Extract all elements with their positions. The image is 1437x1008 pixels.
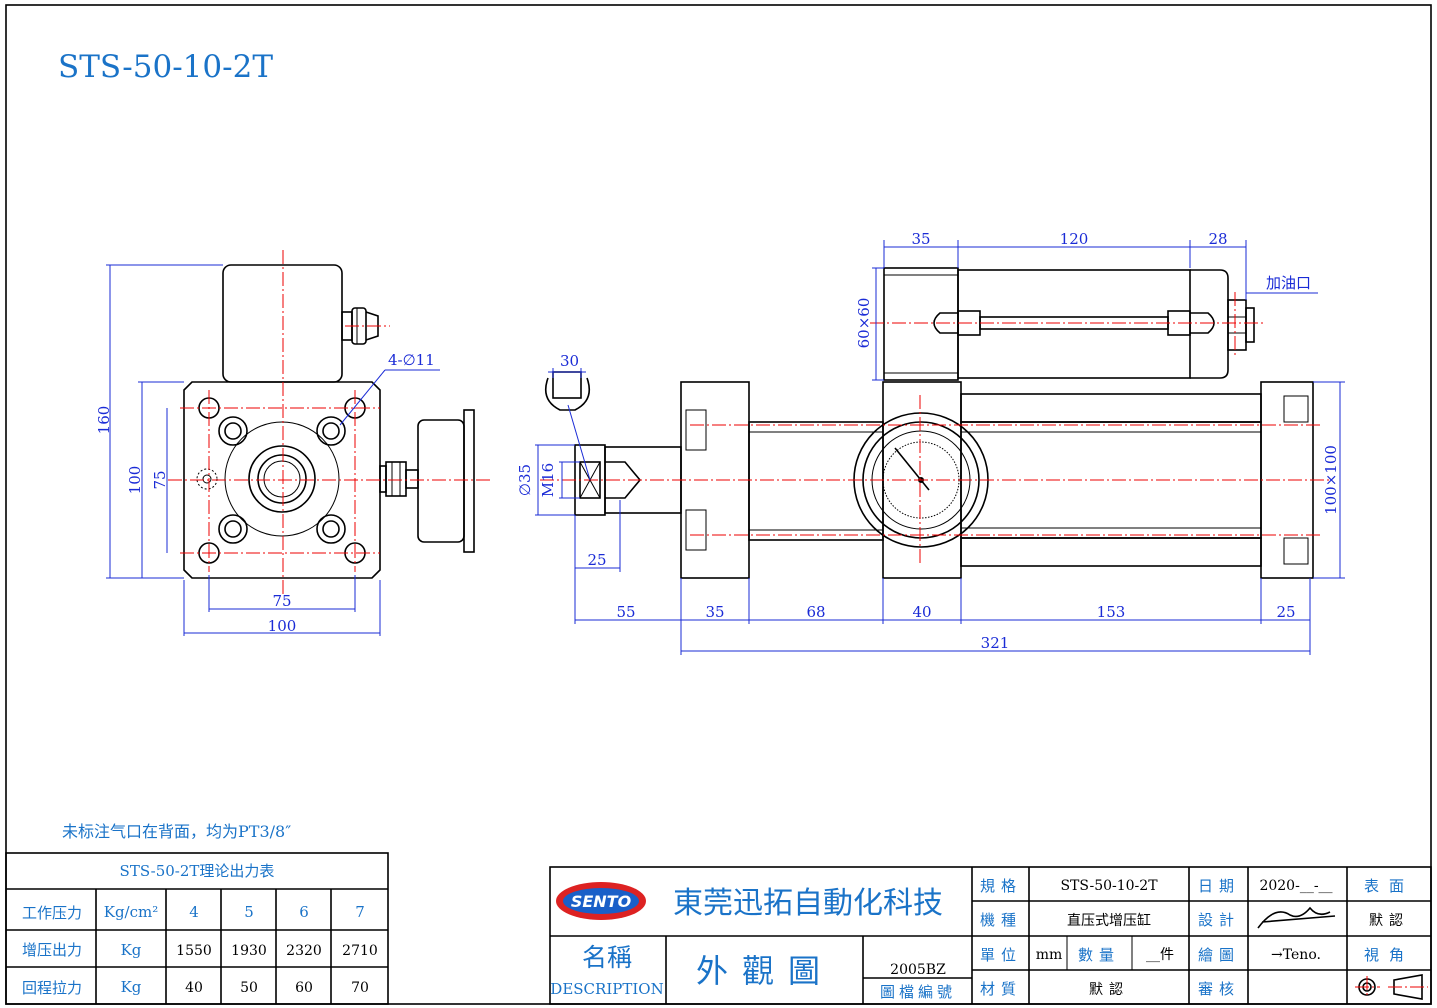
dim-top-120: 120 bbox=[1060, 230, 1089, 248]
surface-value: 默認 bbox=[1369, 913, 1409, 929]
review-label: 審核 bbox=[1198, 980, 1240, 998]
date-label: 日期 bbox=[1198, 877, 1240, 895]
logo-text: SENTO bbox=[571, 892, 632, 911]
description-label: DESCRIPTION bbox=[550, 980, 663, 998]
drawing-title: STS-50-10-2T bbox=[58, 49, 273, 85]
draw-value: →Teno. bbox=[1271, 947, 1321, 963]
quantity-label: 數量 bbox=[1078, 946, 1120, 964]
force-table-cell: 60 bbox=[295, 980, 313, 996]
unit-value: mm bbox=[1036, 947, 1063, 963]
force-table-cell: 回程拉力 bbox=[22, 979, 82, 997]
force-table-cell: Kg bbox=[121, 978, 142, 996]
material-value: 默認 bbox=[1089, 982, 1129, 998]
designer-signature bbox=[1257, 906, 1336, 929]
design-label: 設計 bbox=[1198, 911, 1240, 929]
dim-100-left: 100 bbox=[126, 466, 144, 495]
dim-b40: 40 bbox=[912, 603, 931, 621]
force-table-caption: STS-50-2T理论出力表 bbox=[120, 862, 275, 880]
force-table-cell: 50 bbox=[240, 980, 258, 996]
unit-label: 單位 bbox=[980, 946, 1022, 964]
dim-30: 30 bbox=[560, 352, 579, 370]
draw-label: 繪圖 bbox=[1198, 946, 1240, 964]
dim-b153: 153 bbox=[1097, 603, 1126, 621]
force-table-cell: 1550 bbox=[176, 943, 212, 959]
dim-m16: M16 bbox=[539, 463, 557, 497]
force-table-header: Kg/cm² bbox=[104, 903, 159, 921]
end-view: 160 100 75 75 100 4-∅11 bbox=[95, 250, 490, 636]
dim-b55: 55 bbox=[616, 603, 635, 621]
force-table-cell: Kg bbox=[121, 941, 142, 959]
quantity-value: __件 bbox=[1146, 947, 1174, 963]
view-label: 視角 bbox=[1364, 946, 1414, 964]
file-number-label: 圖檔編號 bbox=[880, 983, 956, 1001]
dim-75-left: 75 bbox=[151, 470, 169, 489]
sheet-frame bbox=[5, 4, 1432, 1005]
type-label: 機種 bbox=[980, 911, 1022, 929]
oil-port-label: 加油口 bbox=[1266, 274, 1311, 292]
dim-60x60: 60×60 bbox=[855, 298, 873, 349]
dim-total: 321 bbox=[981, 634, 1010, 652]
dim-100x100: 100×100 bbox=[1322, 445, 1340, 515]
dim-75-bottom: 75 bbox=[272, 592, 291, 610]
dim-160: 160 bbox=[95, 406, 113, 435]
spec-value: STS-50-10-2T bbox=[1060, 878, 1158, 894]
force-table-cell: 2320 bbox=[286, 943, 322, 959]
force-table-cell: 2710 bbox=[342, 943, 378, 959]
name-label: 名稱 bbox=[582, 943, 632, 972]
force-table-header: 工作压力 bbox=[22, 904, 82, 922]
side-view: 30 ∅35 M16 25 35 120 28 加油口 60×60 100 bbox=[516, 230, 1345, 655]
dim-d35: ∅35 bbox=[516, 464, 534, 496]
material-label: 材質 bbox=[980, 980, 1022, 998]
drawing-name: 外觀圖 bbox=[696, 952, 834, 990]
file-number: 2005BZ bbox=[890, 962, 946, 978]
spec-label: 規格 bbox=[980, 877, 1022, 895]
dim-b25: 25 bbox=[1276, 603, 1295, 621]
type-value: 直压式增压缸 bbox=[1067, 912, 1151, 929]
note-text: 未标注气口在背面，均为PT3/8″ bbox=[62, 822, 291, 841]
dim-b68: 68 bbox=[806, 603, 825, 621]
force-table-cell: 70 bbox=[351, 980, 369, 996]
dim-holes: 4-∅11 bbox=[388, 351, 435, 369]
date-value: 2020-__-__ bbox=[1259, 878, 1332, 894]
surface-label: 表面 bbox=[1364, 877, 1414, 895]
force-table-cell: 1930 bbox=[231, 943, 267, 959]
dim-25-rod: 25 bbox=[587, 551, 606, 569]
dim-b35: 35 bbox=[705, 603, 724, 621]
force-table-header: 6 bbox=[299, 903, 309, 921]
force-table-cell: 40 bbox=[185, 980, 203, 996]
force-table-cell: 增压出力 bbox=[22, 941, 82, 959]
title-block: SENTO 東莞迅拓自動化科技 名稱 DESCRIPTION 外觀圖 2005B… bbox=[549, 866, 1432, 1005]
projection-symbol-icon bbox=[1355, 974, 1428, 1000]
dim-100-bottom: 100 bbox=[268, 617, 297, 635]
force-table-header: 4 bbox=[189, 903, 199, 921]
dim-top-35: 35 bbox=[911, 230, 930, 248]
force-table: STS-50-2T理论出力表 工作压力 Kg/cm² 4 5 6 7 增压出力 … bbox=[5, 852, 389, 1005]
company-name: 東莞迅拓自動化科技 bbox=[673, 886, 943, 921]
force-table-header: 7 bbox=[355, 903, 365, 921]
dim-top-28: 28 bbox=[1208, 230, 1227, 248]
force-table-header: 5 bbox=[244, 903, 254, 921]
